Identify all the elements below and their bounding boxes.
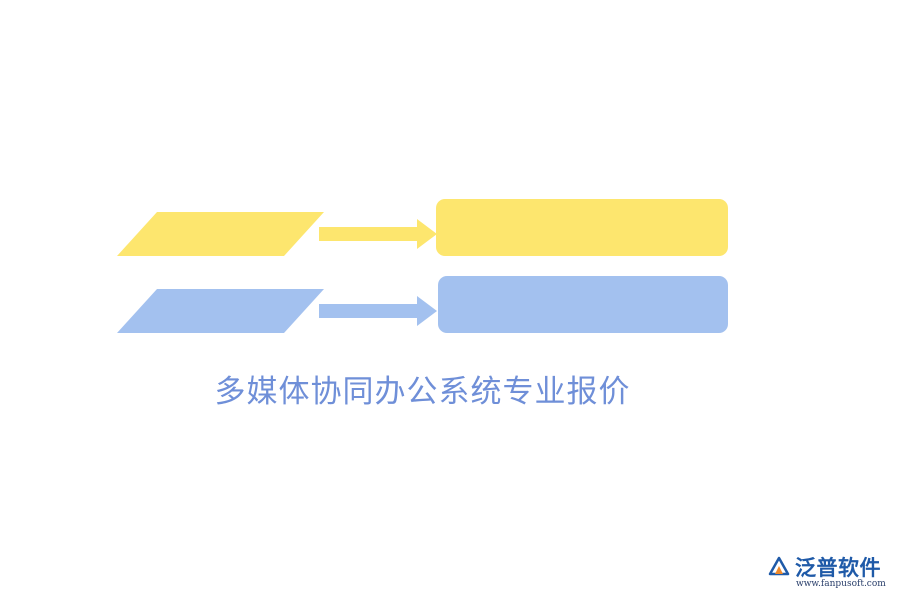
logo-name: 泛普软件 [795,556,881,580]
parallelogram-yellow [117,212,324,256]
parallelogram-blue [117,289,324,333]
brand-logo: 泛普软件 www.fanpusoft.com [766,551,894,595]
logo-icon [768,556,790,576]
logo-url: www.fanpusoft.com [796,579,886,589]
arrow-yellow [319,219,437,249]
box-yellow [436,199,728,256]
page-title: 多媒体协同办公系统专业报价 [214,374,631,410]
box-blue [438,276,728,333]
arrow-blue [319,296,437,326]
